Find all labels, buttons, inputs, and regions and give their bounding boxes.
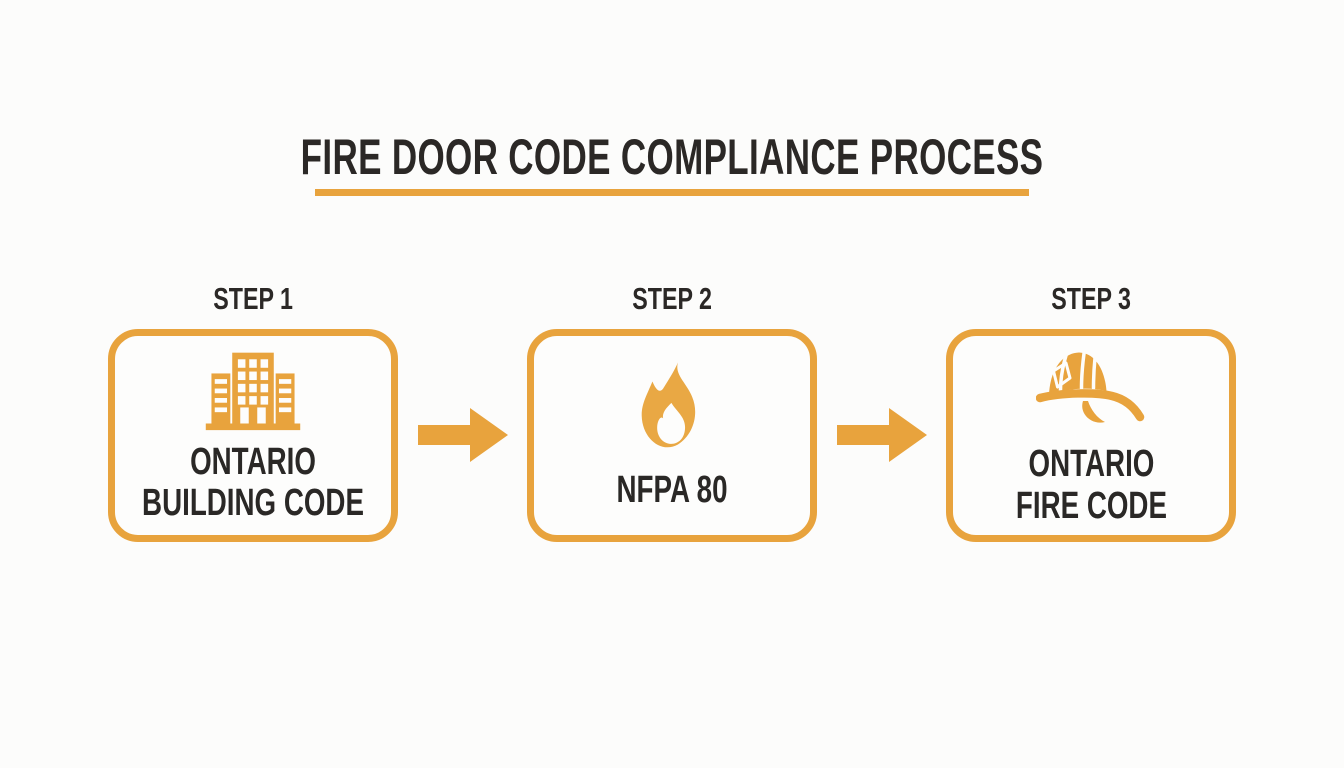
step-1-box: ONTARIO BUILDING CODE (108, 329, 398, 542)
step-2-box: NFPA 80 (527, 329, 817, 542)
step-1-name-line-1: ONTARIO (190, 440, 316, 483)
firefighter-helmet-icon (1036, 352, 1145, 424)
step-3-label: STEP 3 (1051, 281, 1131, 316)
page-title: FIRE DOOR CODE COMPLIANCE PROCESS (300, 129, 1044, 185)
step-1-name-line-2: BUILDING CODE (142, 482, 364, 524)
process-flow: STEP 1 (0, 283, 1344, 542)
arrow-right-icon (417, 408, 508, 462)
title-underline (315, 189, 1029, 196)
title-block: FIRE DOOR CODE COMPLIANCE PROCESS (0, 0, 1344, 196)
step-2-name-line-1: NFPA 80 (616, 468, 728, 511)
step-3-name-line-1: ONTARIO (1028, 443, 1154, 486)
building-icon (205, 352, 301, 431)
step-3-box: ONTARIO FIRE CODE (946, 329, 1236, 542)
step-3-name: ONTARIO FIRE CODE (1015, 444, 1166, 526)
step-3-name-line-2: FIRE CODE (1015, 484, 1167, 527)
step-2-name: NFPA 80 (616, 468, 728, 511)
connector-2 (817, 404, 946, 466)
arrow-right-icon (836, 408, 927, 462)
step-2: STEP 2 NFPA 80 (527, 283, 817, 542)
connector-1 (398, 404, 527, 466)
step-2-label: STEP 2 (632, 281, 712, 316)
step-1-name: ONTARIO BUILDING CODE (142, 440, 364, 524)
flame-icon (641, 362, 696, 448)
step-3: STEP 3 ONTARIO FIRE CODE (946, 283, 1236, 542)
step-1: STEP 1 (108, 283, 398, 542)
step-1-label: STEP 1 (213, 281, 293, 316)
